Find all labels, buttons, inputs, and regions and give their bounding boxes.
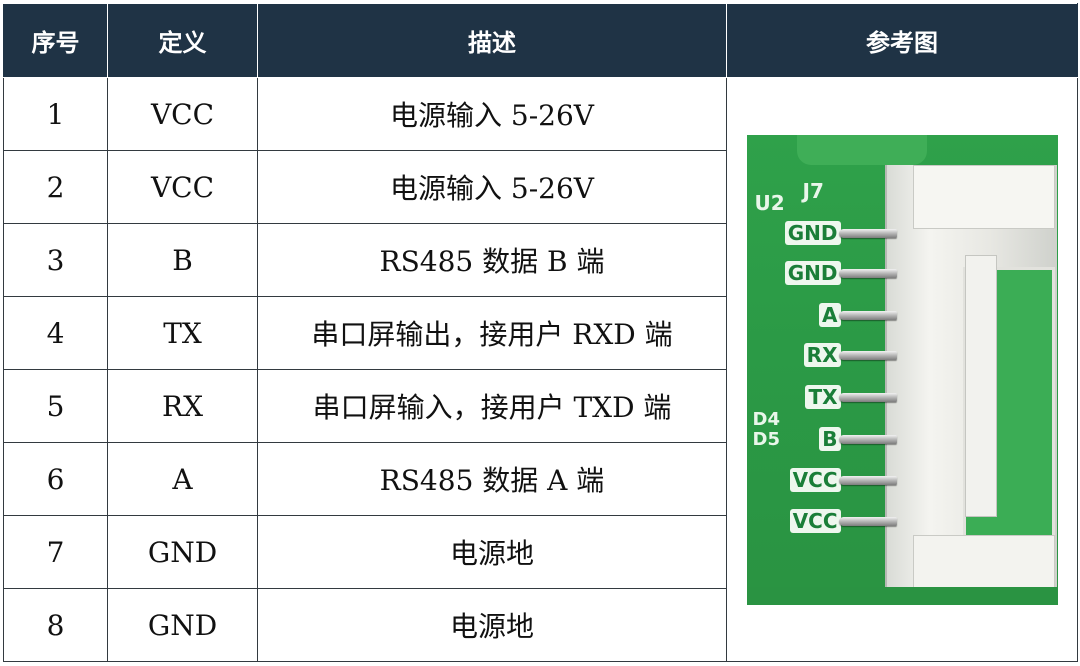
cell-index: 3 xyxy=(3,223,108,297)
pin-vcc-1: VCC xyxy=(747,467,907,494)
silkscreen-d5: D5 xyxy=(752,428,780,450)
pin-definition-table: 序号 定义 描述 参考图 1 VCC 电源输入 5-26V U2 J7 D4 D… xyxy=(3,3,1078,662)
pin-label: A xyxy=(819,302,841,327)
pin-lead xyxy=(838,268,897,278)
pin-label: RX xyxy=(803,342,841,367)
pin-lead xyxy=(838,228,897,238)
cell-description: RS485 数据 B 端 xyxy=(257,223,727,297)
cell-index: 8 xyxy=(3,588,108,662)
pin-vcc-2: VCC xyxy=(747,508,907,535)
cell-description: RS485 数据 A 端 xyxy=(257,442,727,516)
pcb-edge xyxy=(746,586,1058,605)
cell-definition: VCC xyxy=(107,77,258,151)
silkscreen-j7: J7 xyxy=(802,178,824,203)
pin-a: A xyxy=(747,302,907,329)
table-row: 8 GND 电源地 xyxy=(3,588,1078,662)
cell-description: 电源地 xyxy=(257,588,727,662)
cell-description: 电源输入 5-26V xyxy=(257,150,727,224)
cell-index: 7 xyxy=(3,515,108,589)
reference-image-cell: U2 J7 D4 D5 GND GND xyxy=(726,77,1078,662)
silkscreen-d4: D4 xyxy=(752,408,780,430)
table-row: 3 B RS485 数据 B 端 xyxy=(3,223,1078,297)
pin-label: VCC xyxy=(789,508,841,533)
pin-label: TX xyxy=(805,384,841,409)
table-row: 5 RX 串口屏输入，接用户 TXD 端 xyxy=(3,369,1078,443)
cell-definition: A xyxy=(107,442,258,516)
housing-top xyxy=(912,164,1055,229)
table-row: 6 A RS485 数据 A 端 xyxy=(3,442,1078,516)
housing-latch xyxy=(964,254,997,517)
cell-definition: TX xyxy=(107,296,258,370)
pin-lead xyxy=(838,392,897,402)
table-row: 4 TX 串口屏输出，接用户 RXD 端 xyxy=(3,296,1078,370)
header-definition: 定义 xyxy=(107,3,258,78)
pin-label: GND xyxy=(784,260,841,285)
silkscreen-u2: U2 xyxy=(754,190,785,215)
pin-lead xyxy=(838,310,897,320)
pin-rx: RX xyxy=(747,342,907,369)
header-reference: 参考图 xyxy=(726,3,1078,78)
cell-definition: RX xyxy=(107,369,258,443)
pin-gnd-1: GND xyxy=(747,220,907,247)
connector-photo: U2 J7 D4 D5 GND GND xyxy=(746,134,1058,605)
cell-definition: GND xyxy=(107,588,258,662)
pin-b: B xyxy=(747,426,907,453)
table-header-row: 序号 定义 描述 参考图 xyxy=(3,3,1078,78)
pin-lead xyxy=(838,434,897,444)
pin-lead xyxy=(838,475,897,485)
cell-index: 5 xyxy=(3,369,108,443)
cell-index: 1 xyxy=(3,77,108,151)
pin-lead xyxy=(838,516,897,526)
header-description: 描述 xyxy=(257,3,727,78)
pin-lead xyxy=(838,350,897,360)
cell-description: 电源地 xyxy=(257,515,727,589)
pcb-shade xyxy=(796,134,927,165)
table-row: 1 VCC 电源输入 5-26V U2 J7 D4 D5 xyxy=(3,77,1078,662)
cell-index: 6 xyxy=(3,442,108,516)
cell-description: 串口屏输入，接用户 TXD 端 xyxy=(257,369,727,443)
pin-label: VCC xyxy=(789,467,841,492)
pin-tx: TX xyxy=(747,384,907,411)
cell-description: 串口屏输出，接用户 RXD 端 xyxy=(257,296,727,370)
cell-definition: B xyxy=(107,223,258,297)
pin-gnd-2: GND xyxy=(747,260,907,287)
pin-label: GND xyxy=(784,220,841,245)
cell-index: 4 xyxy=(3,296,108,370)
cell-index: 2 xyxy=(3,150,108,224)
cell-description: 电源输入 5-26V xyxy=(257,77,727,151)
cell-definition: GND xyxy=(107,515,258,589)
cell-definition: VCC xyxy=(107,150,258,224)
header-index: 序号 xyxy=(3,3,108,78)
connector-housing xyxy=(884,164,1057,605)
pin-label: B xyxy=(819,426,841,451)
